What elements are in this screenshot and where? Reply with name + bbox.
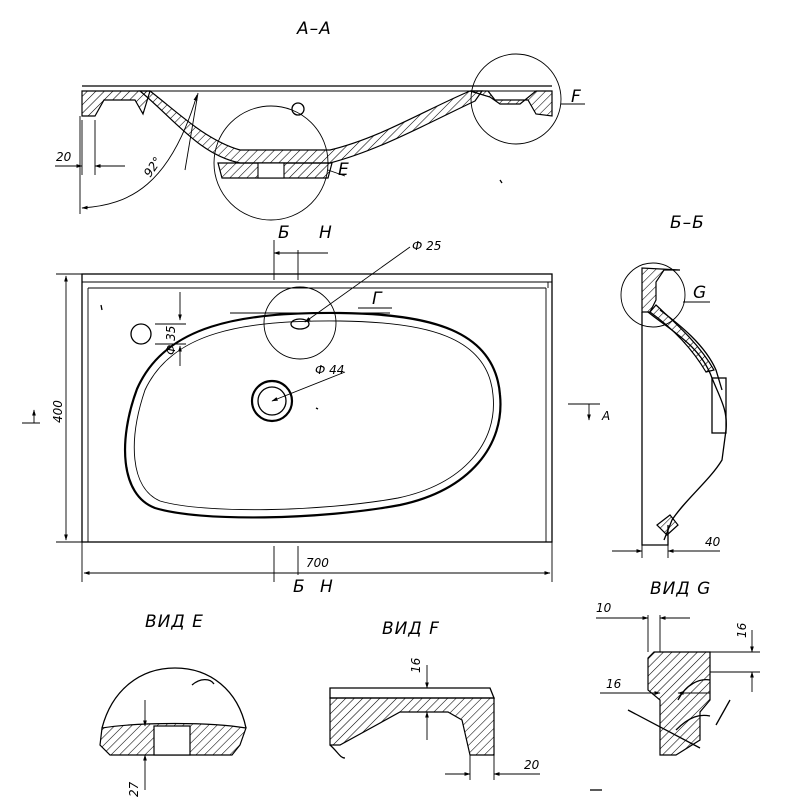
bb-bottom-hatch	[656, 514, 679, 536]
section-bb-title: Б–Б	[670, 213, 705, 233]
view-e-hole	[191, 678, 215, 686]
view-e-dim-text: 27	[127, 781, 141, 797]
plan-drain-inner	[257, 386, 287, 416]
aa-angle-arc	[81, 94, 198, 210]
view-g: ВИД G 10 16 16	[590, 579, 760, 791]
aa-angle-text: 92°	[141, 154, 165, 179]
bb-dim-text: 40	[705, 535, 721, 549]
view-f-dim-width: 20	[524, 758, 540, 772]
dim-400-text: 400	[51, 400, 65, 423]
view-e-slot	[153, 725, 191, 756]
plan-label-gamma: Г	[372, 289, 383, 309]
view-g-title: ВИД G	[650, 579, 711, 599]
cut-bottom-h: Н	[320, 577, 333, 597]
view-f-dim-thk: 16	[409, 657, 423, 673]
view-g-curve-2	[675, 714, 711, 731]
plan-faucet-hole	[290, 318, 310, 330]
aa-bowl-shell	[138, 90, 484, 164]
view-f-title: ВИД F	[382, 619, 440, 639]
plan-drain-outer	[250, 379, 294, 423]
bb-label-g: G	[693, 283, 706, 303]
plan-drain-leader	[271, 371, 346, 402]
aa-drain-hole	[257, 162, 285, 179]
section-aa: А–А F E 20 92°	[55, 19, 585, 221]
view-e-arc	[101, 667, 247, 729]
view-f-top	[329, 687, 495, 699]
view-f-lip	[329, 744, 346, 759]
plan-drain-text: Ф 44	[315, 363, 344, 377]
bb-top-rim	[641, 267, 681, 313]
aa-leader-e	[327, 169, 346, 177]
bb-shell-hatch	[649, 304, 715, 373]
cut-bottom-b: Б	[293, 577, 305, 597]
view-g-tick	[715, 699, 731, 726]
plan-mark-2	[315, 407, 319, 410]
view-e: ВИД Е 27	[99, 612, 247, 797]
plan-detail-circle-gamma	[263, 286, 337, 360]
plan-outline	[81, 273, 553, 543]
view-g-curve-1	[677, 678, 711, 701]
plan-left-hole	[130, 323, 152, 345]
view-g-dim-top-text: 10	[596, 601, 612, 615]
bb-front-wall	[641, 312, 669, 546]
plan-left-hole-text: Ф 35	[164, 326, 178, 355]
aa-detail-circle-f	[470, 53, 562, 145]
plan-hole-small-leader	[304, 246, 411, 323]
view-g-hatch	[647, 651, 711, 756]
plan-bowl-inner	[133, 320, 494, 511]
plan-mark-1	[100, 304, 103, 311]
aa-right-rim	[469, 90, 553, 117]
section-bb: Б–Б G 40	[612, 213, 727, 558]
bb-detail-circle-g	[620, 262, 686, 328]
view-g-dim-left-text: 16	[606, 677, 622, 691]
aa-dim-20-text: 20	[56, 150, 72, 164]
dim-700-text: 700	[306, 556, 329, 570]
aa-label-f: F	[571, 87, 581, 107]
plan-view: Ф 44 Г Ф 25 Ф 35 Б Н A 400	[22, 223, 610, 597]
view-f: ВИД F 16 20	[329, 619, 540, 780]
cut-top-h: Н	[319, 223, 332, 243]
aa-left-rim	[81, 90, 151, 117]
plan-hole-small-text: Ф 25	[412, 239, 441, 253]
cut-a-label: A	[601, 409, 610, 423]
aa-mark	[499, 179, 503, 184]
aa-faucet-hole	[291, 102, 305, 116]
view-g-diagonal	[627, 709, 701, 749]
view-g-dim-right-text: 16	[735, 622, 749, 638]
aa-detail-circle-e	[213, 105, 329, 221]
view-f-hatch	[329, 697, 495, 756]
plan-bowl-outer	[123, 311, 502, 519]
view-e-title: ВИД Е	[145, 612, 204, 632]
aa-label-e: E	[338, 160, 349, 180]
cut-top-b: Б	[278, 223, 290, 243]
section-aa-title: А–А	[296, 19, 332, 39]
bb-drain-boss	[711, 377, 727, 434]
